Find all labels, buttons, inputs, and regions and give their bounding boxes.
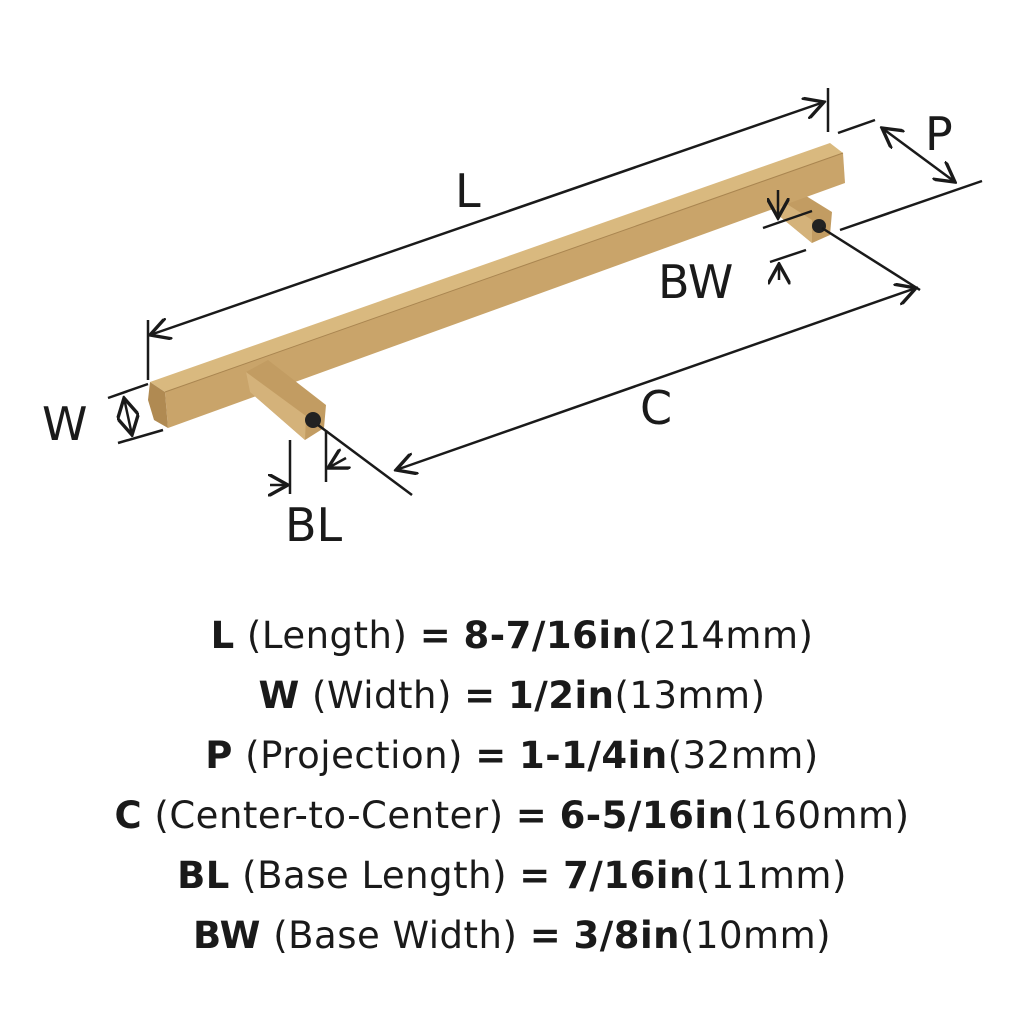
- label-BL: BL: [285, 498, 343, 552]
- spec-key: C: [114, 794, 143, 837]
- spec-imperial: 1-1/4in: [519, 734, 668, 777]
- spec-imperial: 6-5/16in: [559, 794, 735, 837]
- spec-desc: (Projection): [245, 734, 463, 777]
- spec-eq: =: [464, 674, 496, 717]
- spec-eq: =: [419, 614, 452, 657]
- spec-imperial: 7/16in: [563, 854, 696, 897]
- spec-key: W: [258, 674, 300, 717]
- spec-center-to-center: C (Center-to-Center) = 6-5/16in(160mm): [0, 786, 1024, 846]
- spec-metric: (214mm): [638, 614, 814, 657]
- dimension-lines: [107, 88, 983, 495]
- specifications-list: L (Length) = 8-7/16in(214mm) W (Width) =…: [0, 606, 1024, 966]
- spec-imperial: 3/8in: [573, 914, 681, 957]
- spec-length: L (Length) = 8-7/16in(214mm): [0, 606, 1024, 666]
- spec-desc: (Length): [246, 614, 408, 657]
- spec-projection: P (Projection) = 1-1/4in(32mm): [0, 726, 1024, 786]
- spec-metric: (10mm): [680, 914, 832, 957]
- spec-key: BL: [177, 854, 230, 897]
- bar-pull-handle: [148, 143, 845, 440]
- spec-eq: =: [515, 794, 548, 837]
- spec-metric: (32mm): [667, 734, 819, 777]
- mount-hole-right: [812, 219, 826, 233]
- spec-base-width: BW (Base Width) = 3/8in(10mm): [0, 906, 1024, 966]
- spec-desc: (Base Width): [273, 914, 518, 957]
- spec-key: BW: [192, 914, 261, 957]
- spec-base-length: BL (Base Length) = 7/16in(11mm): [0, 846, 1024, 906]
- spec-desc: (Center-to-Center): [154, 794, 504, 837]
- spec-metric: (11mm): [695, 854, 847, 897]
- spec-eq: =: [529, 914, 562, 957]
- spec-imperial: 1/2in: [507, 674, 615, 717]
- spec-eq: =: [475, 734, 507, 777]
- spec-desc: (Width): [312, 674, 452, 717]
- label-L: L: [455, 164, 481, 218]
- spec-desc: (Base Length): [242, 854, 508, 897]
- spec-key: P: [205, 734, 233, 777]
- spec-metric: (160mm): [734, 794, 910, 837]
- spec-eq: =: [519, 854, 551, 897]
- label-BW: BW: [658, 255, 733, 309]
- label-W: W: [42, 397, 87, 451]
- label-C: C: [640, 381, 672, 435]
- spec-key: L: [210, 614, 235, 657]
- mount-hole-left: [305, 412, 321, 428]
- spec-imperial: 8-7/16in: [463, 614, 639, 657]
- spec-metric: (13mm): [614, 674, 766, 717]
- spec-width: W (Width) = 1/2in(13mm): [0, 666, 1024, 726]
- handle-diagram: L P BW W C BL: [42, 88, 983, 552]
- label-P: P: [925, 107, 953, 161]
